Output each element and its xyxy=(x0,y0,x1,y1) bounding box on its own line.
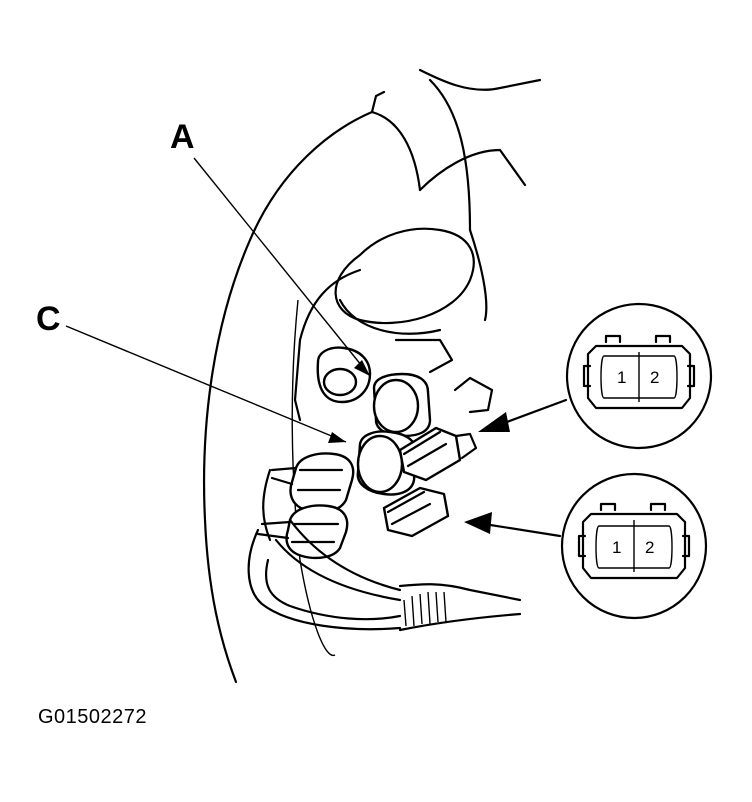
sensor-a-connector xyxy=(398,426,478,482)
pin-1-label: 1 xyxy=(617,368,626,387)
mounting-boss xyxy=(316,338,494,414)
pin-2-label: 2 xyxy=(650,368,659,387)
harness-plugs xyxy=(256,452,355,560)
pin-2-label: 2 xyxy=(645,538,654,557)
leader-lines xyxy=(65,157,371,443)
wire-harness xyxy=(247,468,522,632)
detail-arrows xyxy=(464,398,568,538)
sensor-a xyxy=(372,372,432,438)
connector-detail-view-2: 1 2 xyxy=(560,472,708,620)
connector-detail-view-1: 1 2 xyxy=(565,302,713,450)
sensor-c-connector xyxy=(382,486,450,538)
callout-a-label: A xyxy=(170,118,195,156)
pin-1-label: 1 xyxy=(612,538,621,557)
housing-outline xyxy=(202,68,542,684)
callout-c-label: C xyxy=(36,300,61,338)
figure-code: G01502272 xyxy=(38,706,148,728)
